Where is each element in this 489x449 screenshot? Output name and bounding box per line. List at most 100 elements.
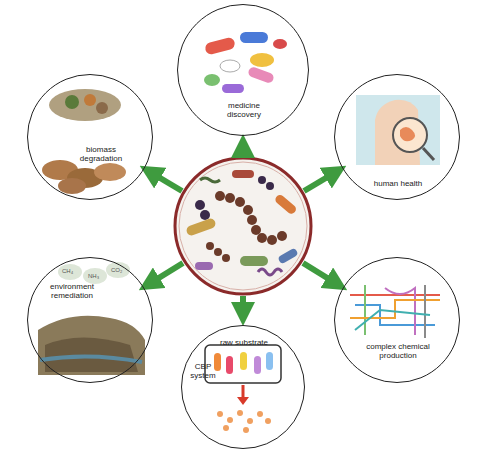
central-microbe-circle-part-part xyxy=(200,210,210,220)
central-microbe-circle-part-part xyxy=(266,182,274,190)
central-microbe-circle-part-part xyxy=(257,233,267,243)
central-microbe-circle-part xyxy=(195,262,213,270)
medicine-circle: medicine discovery xyxy=(177,4,309,136)
human-body-picture xyxy=(356,95,440,165)
pills-picture-part xyxy=(250,53,274,67)
growth-arrows-part xyxy=(303,263,337,284)
biomass-picture-part xyxy=(96,102,108,114)
cbp-picture-part-part xyxy=(243,427,249,433)
pills-picture-part xyxy=(240,32,268,43)
cbp-picture-part-part xyxy=(227,417,233,423)
central-microbe-circle-part xyxy=(206,191,287,262)
landfill-picture-part xyxy=(58,264,82,280)
central-microbe-circle-part-part xyxy=(267,235,277,245)
central-microbe-circle-part-part xyxy=(215,191,225,201)
metabolic-map-picture-part xyxy=(355,310,430,330)
central-microbe-circle-part-part xyxy=(195,200,205,210)
metabolic-map-picture-part xyxy=(424,285,426,338)
health-circle: human health xyxy=(334,74,460,200)
central-microbe-circle-part xyxy=(240,256,268,266)
central-microbe-circle-part xyxy=(175,158,311,294)
growth-arrows xyxy=(149,146,337,314)
node-label: medicine discovery xyxy=(214,101,274,119)
central-microbe-circle-part-part xyxy=(222,254,230,262)
central-microbe-circle-part xyxy=(195,176,274,220)
cbp-picture-part-part xyxy=(247,418,253,424)
cbp-picture-part-part xyxy=(237,410,243,416)
central-microbe-circle-part xyxy=(258,269,282,275)
cbp-picture-part xyxy=(254,356,261,374)
pills-picture-part xyxy=(204,36,236,55)
cbp-picture-part-part xyxy=(265,418,271,424)
cbp-picture-part xyxy=(240,352,247,370)
central-microbe-circle-part xyxy=(200,178,220,182)
biomass-picture-part xyxy=(94,163,126,181)
pills-picture-part xyxy=(220,60,240,72)
node-label: biomass degradation xyxy=(73,145,129,163)
landfill-picture xyxy=(38,262,145,375)
human-body-picture-part xyxy=(393,118,427,152)
cbp-picture-part xyxy=(242,385,245,398)
growth-arrows-part xyxy=(304,172,336,191)
cbp-picture-part xyxy=(226,356,233,374)
central-microbe-circle-part-part xyxy=(243,205,253,215)
cbp-picture-part-part xyxy=(257,411,263,417)
landfill-picture-part xyxy=(106,262,130,278)
biomass-picture-part xyxy=(65,95,79,109)
cbp-picture-part xyxy=(217,410,271,433)
central-microbe-circle-part xyxy=(277,248,298,265)
cbp-picture-part xyxy=(266,352,273,370)
central-microbe-circle-part-part xyxy=(225,193,235,203)
cbp-picture-part-part xyxy=(223,425,229,431)
pills-picture-part xyxy=(247,66,275,84)
central-microbe-circle-part-part xyxy=(277,231,287,241)
biomass-circle: biomass degradation xyxy=(27,74,153,200)
central-microbe-circle xyxy=(175,158,311,294)
biomass-picture-part xyxy=(58,178,86,194)
node-label: raw substrate xyxy=(212,338,276,347)
central-microbe-circle-part-part xyxy=(247,215,257,225)
cbp-picture xyxy=(205,345,281,433)
growth-arrows-part xyxy=(149,263,183,284)
landfill-picture-part xyxy=(83,268,107,284)
central-microbe-circle-part xyxy=(274,193,298,215)
metabolic-map-picture xyxy=(350,285,440,338)
central-microbe-circle-part xyxy=(179,162,307,290)
gas-label: NH₃ xyxy=(88,273,99,280)
cbp-picture-part xyxy=(205,345,281,383)
pills-picture-part xyxy=(222,84,244,93)
biomass-picture-part xyxy=(84,94,96,106)
pills-picture-part xyxy=(204,74,220,86)
metabolic-map-picture-part xyxy=(364,285,366,335)
node-label: CBP system xyxy=(188,362,218,380)
biomass-picture-part xyxy=(49,89,121,121)
growth-arrows-part xyxy=(150,172,182,191)
landfill-picture-part xyxy=(38,316,145,375)
cbp-picture-part xyxy=(214,353,221,371)
central-microbe-circle-part xyxy=(232,170,254,178)
growth-arrows-part xyxy=(240,146,246,157)
cbp-picture-part xyxy=(237,397,249,405)
human-body-picture-part xyxy=(356,95,440,165)
central-microbe-circle-part-part xyxy=(214,248,222,256)
biomass-picture xyxy=(42,89,126,194)
central-microbe-circle-part-part xyxy=(251,225,261,235)
growth-arrows-part xyxy=(240,296,246,314)
node-label: environment remediation xyxy=(40,282,104,300)
landfill-picture-part xyxy=(40,356,142,362)
human-body-picture-part xyxy=(400,127,415,141)
central-microbe-circle-part-part xyxy=(235,197,245,207)
pills-picture-part xyxy=(273,39,287,49)
human-body-picture-part xyxy=(423,148,434,160)
pills-picture xyxy=(204,32,287,93)
cbp-picture-part-part xyxy=(217,411,223,417)
central-microbe-circle-part xyxy=(185,217,217,237)
central-microbe-circle-part-part xyxy=(206,242,214,250)
cbp-circle: raw substrateCBP system xyxy=(181,325,305,449)
gas-label: CH₄ xyxy=(62,268,73,275)
node-label: complex chemical production xyxy=(363,342,433,360)
central-microbe-circle-part-part xyxy=(258,176,266,184)
gas-label: CO₂ xyxy=(111,267,122,274)
